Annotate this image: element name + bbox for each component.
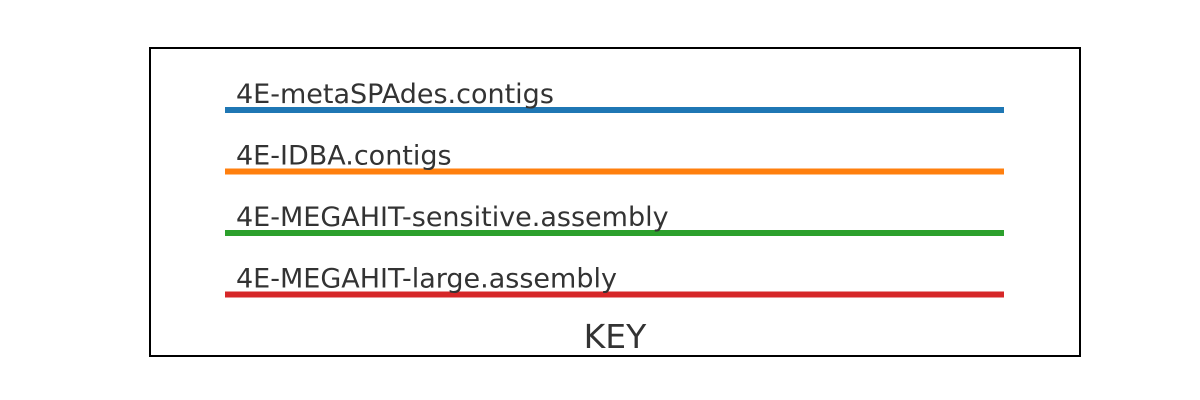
legend-label: 4E-MEGAHIT-large.assembly [236, 264, 617, 295]
legend-entries: 4E-metaSPAdes.contigs 4E-IDBA.contigs 4E-M… [225, 79, 1004, 298]
legend-label: 4E-metaSPAdes.contigs [236, 79, 554, 110]
legend-frame [149, 47, 1081, 357]
legend-entry: 4E-MEGAHIT-large.assembly [225, 264, 1004, 298]
legend-entry: 4E-MEGAHIT-sensitive.assembly [225, 202, 1004, 236]
legend-label: 4E-MEGAHIT-sensitive.assembly [236, 202, 669, 233]
legend-title: KEY [584, 317, 647, 356]
legend-entry: 4E-metaSPAdes.contigs [225, 79, 1004, 113]
legend-label: 4E-IDBA.contigs [236, 141, 452, 172]
legend-entry: 4E-IDBA.contigs [225, 141, 1004, 175]
